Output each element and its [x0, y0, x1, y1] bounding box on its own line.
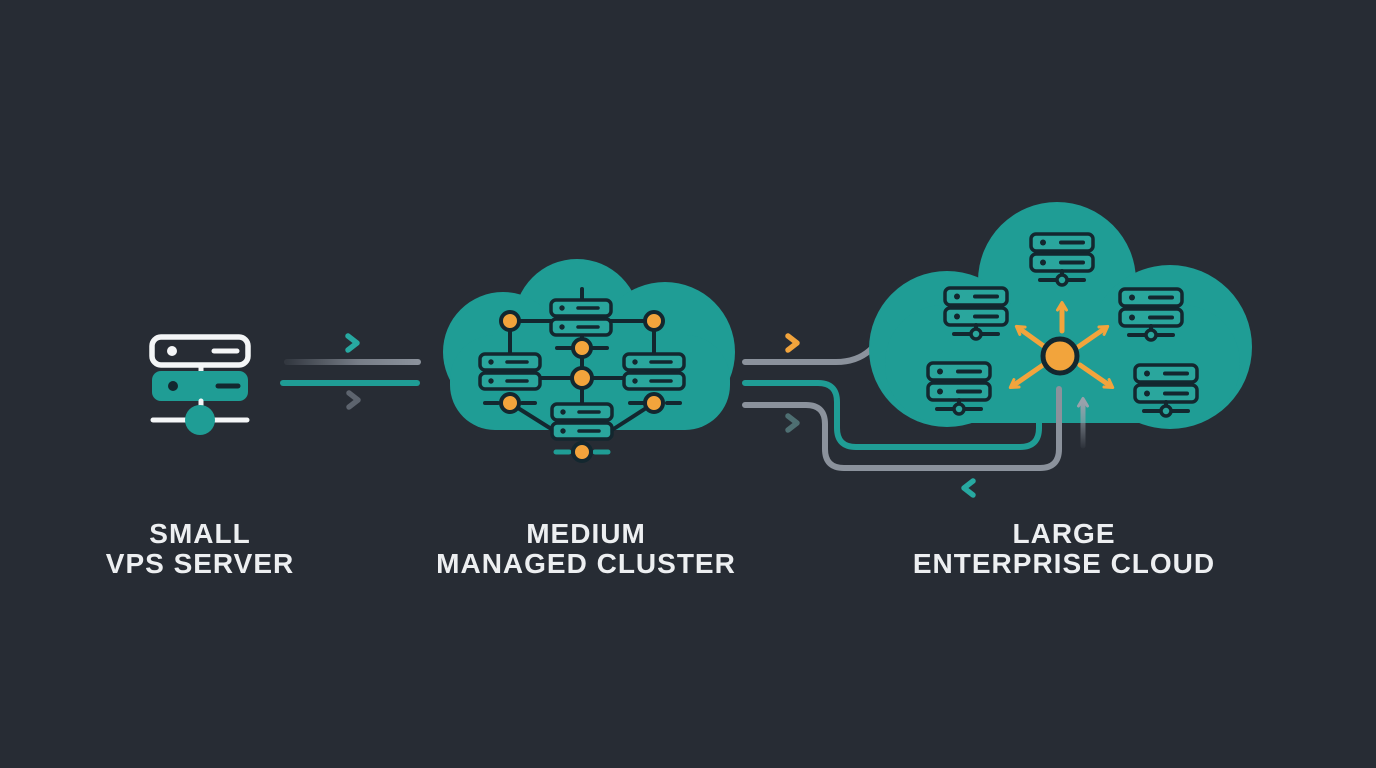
stage-name-text: MANAGED CLUSTER: [436, 548, 736, 579]
label-large-enterprise-cloud: LARGE ENTERPRISE CLOUD: [864, 519, 1264, 579]
scale-out-arrows: [1008, 301, 1115, 390]
cluster-node-dot: [570, 366, 594, 390]
stage-name-text: VPS SERVER: [105, 548, 295, 579]
cluster-node-dot: [571, 337, 593, 359]
stage-size-text: SMALL: [149, 518, 251, 549]
server-led-dot: [167, 346, 177, 356]
cluster-node-dot: [643, 392, 665, 414]
network-node-dot: [185, 405, 215, 435]
cluster-node-dot: [499, 392, 521, 414]
server-rack-icon: [478, 352, 542, 391]
chevron-right-icon: [785, 333, 800, 353]
cluster-node-dot: [643, 310, 665, 332]
stage-size-text: LARGE: [1012, 518, 1116, 549]
cluster-node-dot: [499, 310, 521, 332]
vps-server-icon: [149, 334, 251, 435]
medium-cloud-icon: [443, 259, 735, 463]
cloud-hub: [1008, 301, 1115, 390]
arrow-down-right-icon: [1077, 362, 1115, 390]
stage-size-text: MEDIUM: [526, 518, 646, 549]
server-rack-icon: [550, 402, 614, 441]
cluster-node-dot: [571, 441, 593, 463]
label-medium-managed-cluster: MEDIUM MANAGED CLUSTER: [386, 519, 786, 579]
server-bottom-unit: [152, 371, 248, 401]
chevron-right-icon: [785, 413, 800, 433]
arrow-up-right-icon: [1075, 324, 1110, 350]
hub-node-dot: [1040, 336, 1080, 376]
chevron-right-icon: [345, 333, 360, 353]
connector-return-paths: [742, 386, 1089, 498]
arrow-up-left-icon: [1014, 324, 1048, 350]
cluster-nodes: [499, 310, 665, 463]
server-led-dot: [168, 381, 178, 391]
chevron-right-icon: [346, 390, 361, 410]
connector-small-to-medium: [280, 333, 421, 410]
stage-name-text: ENTERPRISE CLOUD: [912, 548, 1216, 579]
arrow-down-left-icon: [1008, 362, 1046, 390]
chevron-left-icon: [961, 478, 976, 498]
gray-route-line-bottom: [742, 386, 1062, 471]
teal-route-line: [742, 380, 1042, 450]
server-rack-icon: [549, 298, 613, 337]
server-rack-icon: [622, 352, 686, 391]
label-small-vps-server: SMALL VPS SERVER: [0, 519, 400, 579]
